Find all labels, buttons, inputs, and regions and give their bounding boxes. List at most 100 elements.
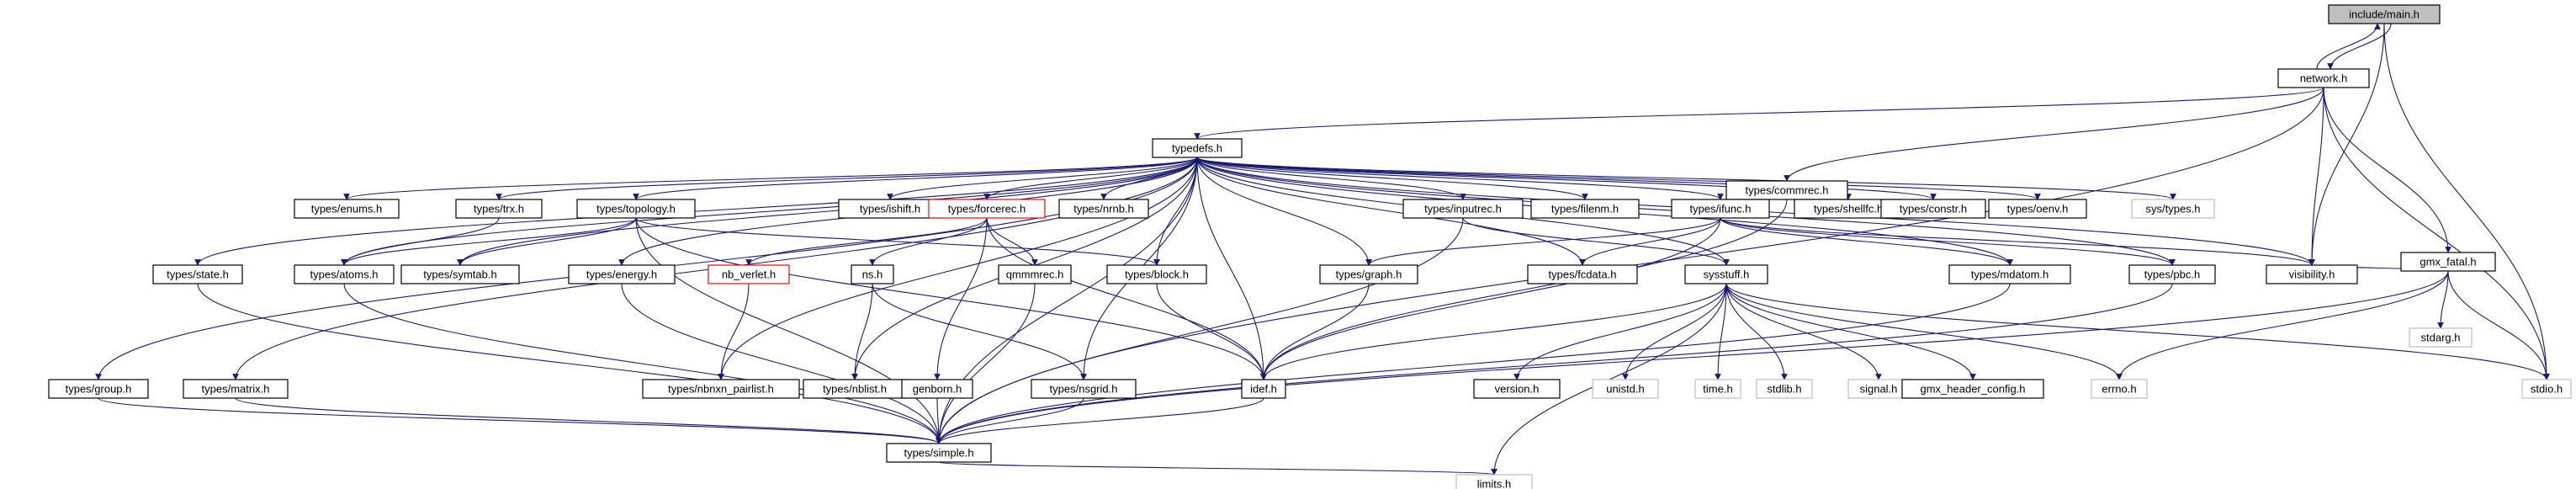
node-symtab[interactable]: types/symtab.h (400, 264, 520, 284)
node-label: ns.h (862, 268, 883, 281)
node-pbc[interactable]: types/pbc.h (2128, 264, 2216, 284)
edge-forcerec-to-nb_verlet (745, 217, 988, 266)
node-network[interactable]: network.h (2277, 68, 2370, 88)
node-label: stdio.h (2531, 383, 2563, 396)
node-constr[interactable]: types/constr.h (1880, 199, 1986, 219)
node-trx[interactable]: types/trx.h (455, 199, 543, 219)
node-graph[interactable]: types/graph.h (1319, 264, 1418, 284)
edge-sysstuff-to-time (1715, 283, 1727, 380)
edge-state-to-simple (197, 283, 942, 444)
node-box (1319, 264, 1418, 284)
node-label: types/nsgrid.h (1050, 383, 1118, 396)
node-gmx-header-config[interactable]: gmx_header_config.h (1901, 379, 2044, 399)
edge-graph-to-idef (1260, 283, 1370, 380)
edge-block-to-idef (1156, 283, 1267, 380)
node-box (1880, 199, 1986, 219)
node-fcdata[interactable]: types/fcdata.h (1527, 264, 1638, 284)
node-visibility[interactable]: visibility.h (2266, 264, 2358, 284)
edge-trx-to-atoms (341, 217, 500, 266)
node-simple[interactable]: types/simple.h (886, 443, 992, 463)
edge-topology-to-idef (635, 217, 1267, 380)
node-ishift[interactable]: types/ishift.h (838, 199, 942, 219)
node-typedefs[interactable]: typedefs.h (1152, 138, 1243, 158)
node-block[interactable]: types/block.h (1106, 264, 1207, 284)
edge-qmmmrec-to-simple (936, 283, 1036, 444)
node-label: types/commrec.h (1746, 184, 1829, 197)
node-box (294, 264, 395, 284)
node-qmmmrec[interactable]: qmmmrec.h (998, 264, 1072, 284)
edge-gmx_fatal-to-simple (936, 270, 2449, 444)
node-label: types/inputrec.h (1424, 203, 1502, 215)
node-shellfc[interactable]: types/shellfc.h (1794, 199, 1903, 219)
edge-typedefs-to-state (194, 157, 1198, 266)
node-box (576, 199, 696, 219)
node-box (1530, 199, 1640, 219)
node-label: types/filenm.h (1551, 203, 1619, 215)
node-group[interactable]: types/group.h (48, 379, 149, 399)
node-label: network.h (2300, 72, 2347, 85)
node-oenv[interactable]: types/oenv.h (1988, 199, 2087, 219)
node-ifunc[interactable]: types/ifunc.h (1671, 199, 1770, 219)
node-commrec[interactable]: types/commrec.h (1725, 180, 1848, 200)
node-box (1058, 199, 1149, 219)
node-mdatom[interactable]: types/mdatom.h (1948, 264, 2071, 284)
node-label: signal.h (1860, 383, 1898, 396)
edge-typedefs-to-fcdata (1196, 157, 1586, 266)
node-label: visibility.h (2289, 268, 2335, 281)
node-box (886, 443, 992, 463)
node-box (642, 379, 800, 399)
edge-ifunc-to-graph (1365, 217, 1721, 266)
edge-inputrec-to-simple (936, 217, 1464, 444)
edge-nsgrid-to-simple (936, 397, 1084, 444)
node-nblist[interactable]: types/nblist.h (803, 379, 907, 399)
node-atoms[interactable]: types/atoms.h (294, 264, 395, 284)
node-box (568, 264, 676, 284)
node-nb-verlet[interactable]: nb_verlet.h (708, 264, 790, 284)
node-box (48, 379, 149, 399)
node-genborn[interactable]: genborn.h (901, 379, 973, 399)
node-nrnb[interactable]: types/nrnb.h (1058, 199, 1149, 219)
node-time: time.h (1694, 379, 1741, 399)
node-box (2328, 4, 2441, 24)
node-gmx-fatal[interactable]: gmx_fatal.h (2400, 252, 2496, 272)
node-label: types/state.h (167, 268, 229, 281)
node-inputrec[interactable]: types/inputrec.h (1402, 199, 1524, 219)
node-ns[interactable]: ns.h (851, 264, 894, 284)
node-topology[interactable]: types/topology.h (576, 199, 696, 219)
node-energy[interactable]: types/energy.h (568, 264, 676, 284)
edge-typedefs-to-constr (1196, 157, 1937, 200)
node-nsgrid[interactable]: types/nsgrid.h (1031, 379, 1137, 399)
node-box (294, 199, 400, 219)
edge-forcerec-to-idef (986, 217, 1267, 380)
node-label: types/matrix.h (202, 383, 270, 396)
node-label: types/energy.h (586, 268, 657, 281)
edge-sysstuff-to-gmx_header_config (1725, 283, 1976, 380)
node-enums[interactable]: types/enums.h (294, 199, 400, 219)
edge-topology-to-block (635, 217, 1160, 266)
node-version[interactable]: version.h (1473, 379, 1561, 399)
node-idef[interactable]: idef.h (1241, 379, 1286, 399)
node-label: types/ifunc.h (1690, 203, 1752, 215)
node-stdlib: stdlib.h (1756, 379, 1813, 399)
edge-network-to-typedefs (1194, 87, 2324, 140)
node-matrix[interactable]: types/matrix.h (183, 379, 289, 399)
node-box (1725, 180, 1848, 200)
node-unistd: unistd.h (1592, 379, 1659, 399)
node-label: types/forcerec.h (948, 203, 1026, 215)
node-box (1592, 379, 1659, 399)
node-label: types/block.h (1125, 268, 1189, 281)
node-main[interactable]: include/main.h (2328, 4, 2441, 24)
edge-gmx_fatal-to-stdarg (2437, 270, 2449, 329)
node-nbnxn[interactable]: types/nbnxn_pairlist.h (642, 379, 800, 399)
node-forcerec[interactable]: types/forcerec.h (928, 199, 1046, 219)
edge-energy-to-simple (621, 283, 942, 444)
edge-layer (95, 23, 2550, 476)
node-label: gmx_fatal.h (2420, 256, 2476, 268)
edge-sysstuff-to-version (1513, 283, 1727, 380)
node-state[interactable]: types/state.h (152, 264, 243, 284)
node-sysstuff[interactable]: sysstuff.h (1684, 264, 1768, 284)
node-label: types/oenv.h (2007, 203, 2069, 215)
node-label: unistd.h (1606, 383, 1645, 396)
node-filenm[interactable]: types/filenm.h (1530, 199, 1640, 219)
node-box (1473, 379, 1561, 399)
